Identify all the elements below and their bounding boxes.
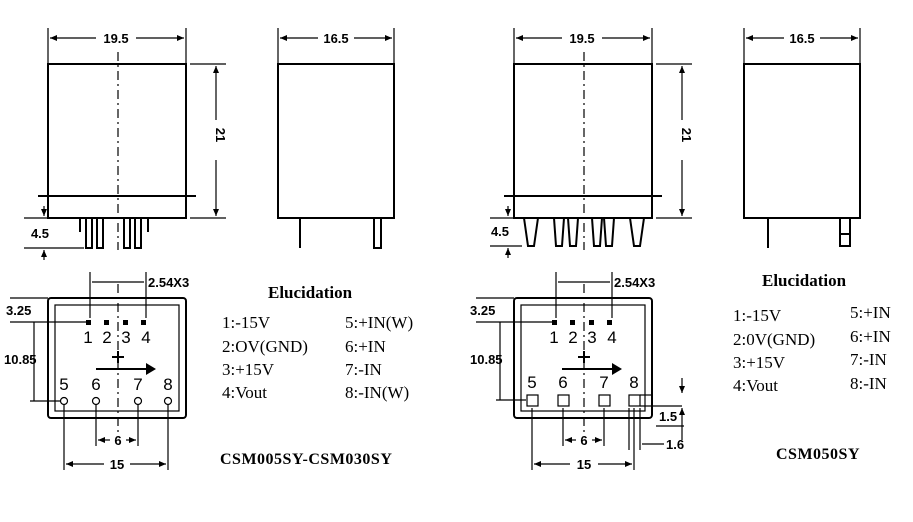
pin-label: 8 (163, 375, 172, 394)
legend-item: 2:0V(GND) (733, 330, 815, 349)
current-direction-arrow (612, 363, 622, 375)
dim-side-width: 16.5 (323, 31, 348, 46)
legend-item: 2:OV(GND) (222, 337, 308, 356)
right-front-pins (523, 217, 645, 247)
dim-top-offset: 3.25 (470, 303, 495, 318)
left-bottom-view: 2.54X3 1 2 3 4 5 6 7 8 (4, 272, 189, 472)
left-top-pin-row: 1 2 3 4 (83, 320, 151, 347)
pin-label: 3 (121, 328, 130, 347)
dim-square-pin-offset: 1.6 (666, 437, 684, 452)
dim-row-spacing: 10.85 (470, 352, 503, 367)
pin-label: 2 (102, 328, 111, 347)
dim-pin-span-outer: 15 (577, 457, 591, 472)
dim-pin-span-inner: 6 (580, 433, 587, 448)
legend-item: 5:+IN(W) (345, 313, 413, 332)
left-front-view: 19.5 21 4.5 (24, 28, 228, 260)
pin-label: 1 (83, 328, 92, 347)
pin-label: 5 (59, 375, 68, 394)
dim-height: 21 (213, 128, 228, 142)
pin-label: 2 (568, 328, 577, 347)
pin-label: 4 (607, 328, 616, 347)
left-elucidation: Elucidation 1:-15V 2:OV(GND) 3:+15V 4:Vo… (220, 283, 413, 468)
legend-item: 3:+15V (222, 360, 275, 379)
dim-top-offset: 3.25 (6, 303, 31, 318)
dim-front-width: 19.5 (103, 31, 128, 46)
current-direction-arrow (146, 363, 156, 375)
dim-pin-span-outer: 15 (110, 457, 124, 472)
right-front-view: 19.5 21 4.5 (490, 28, 694, 258)
legend-item: 3:+15V (733, 353, 786, 372)
legend-item: 4:Vout (222, 383, 267, 402)
elucidation-heading: Elucidation (268, 283, 353, 302)
dim-row-spacing: 10.85 (4, 352, 37, 367)
legend-item: 6:+IN (345, 337, 386, 356)
dim-side-width: 16.5 (789, 31, 814, 46)
dim-pin-length: 4.5 (31, 226, 49, 241)
pin-label: 3 (587, 328, 596, 347)
pin-label: 7 (133, 375, 142, 394)
right-bottom-pin-row: 5 6 7 8 (526, 373, 641, 407)
dim-square-pin-size: 1.5 (659, 409, 677, 424)
legend-item: 1:-15V (222, 313, 271, 332)
legend-item: 6:+IN (850, 327, 891, 346)
right-side-view: 16.5 (743, 28, 861, 248)
pin-label: 1 (549, 328, 558, 347)
legend-item: 7:-IN (345, 360, 382, 379)
pin-label: 8 (629, 373, 638, 392)
pin-label: 5 (527, 373, 536, 392)
right-elucidation: Elucidation 1:-15V 2:0V(GND) 3:+15V 4:Vo… (733, 271, 891, 463)
legend-item: 1:-15V (733, 306, 782, 325)
legend-item: 4:Vout (733, 376, 778, 395)
pin-label: 7 (599, 373, 608, 392)
legend-item: 5:+IN (850, 303, 891, 322)
right-top-pin-row: 1 2 3 4 (549, 320, 617, 347)
legend-item: 7:-IN (850, 350, 887, 369)
pin-label: 6 (91, 375, 100, 394)
dim-pin-length: 4.5 (491, 224, 509, 239)
dim-pin-pitch: 2.54X3 (614, 275, 655, 290)
model-label: CSM005SY-CSM030SY (220, 451, 392, 468)
model-label: CSM050SY (776, 446, 860, 463)
left-bottom-pin-row: 5 6 7 8 (59, 375, 173, 406)
legend-item: 8:-IN(W) (345, 383, 409, 402)
dim-front-width: 19.5 (569, 31, 594, 46)
pin-label: 4 (141, 328, 150, 347)
dim-pin-pitch: 2.54X3 (148, 275, 189, 290)
legend-item: 8:-IN (850, 374, 887, 393)
right-bottom-view: 2.54X3 1 2 3 4 5 6 7 8 3.25 (470, 272, 685, 472)
dim-pin-span-inner: 6 (114, 433, 121, 448)
elucidation-heading: Elucidation (762, 271, 847, 290)
dim-height: 21 (679, 128, 694, 142)
left-front-pins (79, 217, 149, 249)
left-side-view: 16.5 (277, 28, 395, 249)
pin-label: 6 (558, 373, 567, 392)
